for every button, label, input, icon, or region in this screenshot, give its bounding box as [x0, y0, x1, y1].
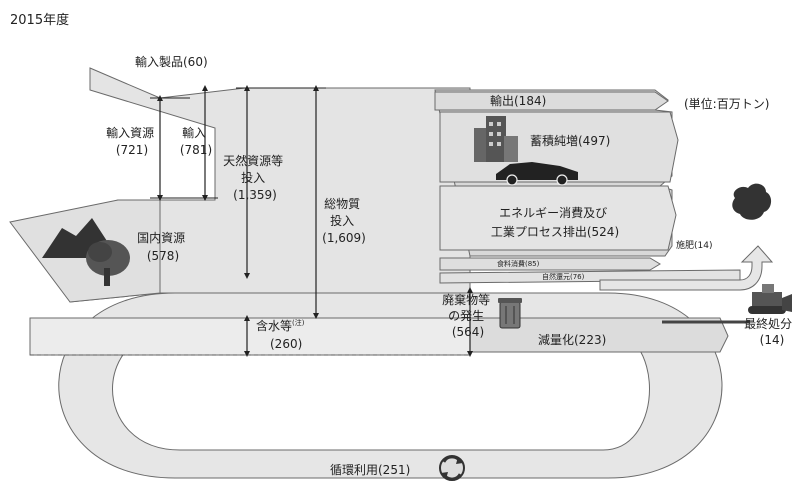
car-icon	[496, 162, 578, 186]
imported-resources-label: 輸入資源 (721)	[106, 125, 158, 157]
fertilizer-label: 施肥(14)	[676, 239, 712, 251]
recycle-icon	[439, 455, 465, 481]
buildings-icon	[474, 116, 518, 162]
recycling-label: 循環利用(251)	[330, 463, 410, 477]
food-flow	[439, 257, 661, 271]
fertilizer-arrow	[599, 245, 774, 291]
total-input-label: 総物質 投入 (1,609)	[322, 196, 366, 245]
trash-can-icon	[498, 298, 522, 329]
bulldozer-icon	[748, 284, 792, 314]
mountain-tree-icon	[42, 218, 130, 286]
water-content-label: 含水等(注)	[256, 318, 305, 333]
water-value-label: (260)	[270, 337, 302, 351]
net-accumulation-label: 蓄積純増(497)	[530, 133, 610, 148]
unit-label: (単位:百万トン)	[684, 96, 769, 111]
final-disposal-label: 最終処分 (14)	[744, 316, 796, 347]
domestic-resources-label: 国内資源 (578)	[137, 231, 189, 263]
soil-icon	[732, 183, 772, 220]
imported-products-label: 輸入製品(60)	[135, 54, 208, 69]
reduction-label: 減量化(223)	[538, 332, 606, 347]
food-label: 食料消費(85)	[497, 259, 540, 268]
waste-label: 廃棄物等 の発生 (564)	[442, 292, 494, 339]
water-content-flow	[29, 317, 471, 356]
natural-resources-label: 天然資源等 投入 (1,359)	[223, 153, 287, 202]
year-label: 2015年度	[10, 12, 69, 28]
imports-label: 輸入 (781)	[180, 125, 212, 157]
exports-flow	[434, 91, 669, 111]
energy-flow	[439, 185, 677, 251]
energy-label: エネルギー消費及び 工業プロセス排出(524)	[491, 205, 619, 239]
exports-label: 輸出(184)	[490, 93, 546, 108]
natural-reduction-label: 自然還元(76)	[542, 272, 585, 281]
